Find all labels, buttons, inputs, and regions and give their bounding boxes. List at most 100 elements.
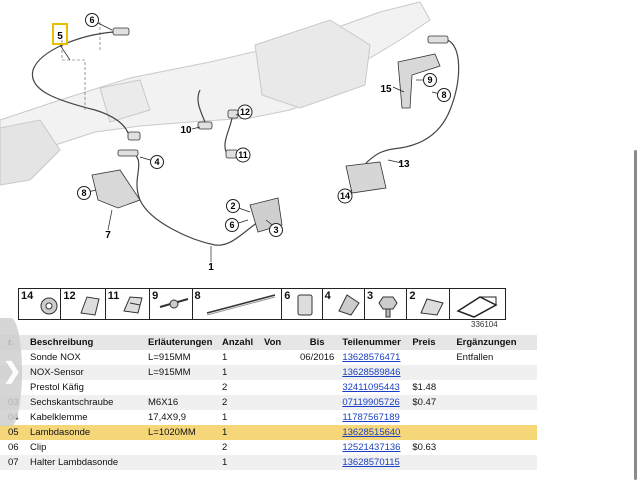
col-header-preis: Preis: [408, 335, 453, 350]
cell-ergaenzungen: [452, 440, 537, 455]
small-parts-strip: 14 12 11 9 8 6 4 3 2: [18, 288, 506, 320]
cell-erlaeuterungen: L=915MM: [148, 352, 191, 363]
callout-6-bottom[interactable]: 6: [225, 218, 239, 232]
cell-beschreibung: Kabelklemme: [30, 412, 88, 423]
callout-7[interactable]: 7: [105, 230, 111, 241]
callout-8-left[interactable]: 8: [77, 186, 91, 200]
callout-9[interactable]: 9: [423, 73, 437, 87]
cell-nr: 07: [0, 455, 26, 470]
chevron-right-icon: ❯: [3, 358, 22, 383]
cell-preis: [408, 410, 452, 425]
hex-screw-icon: [378, 296, 398, 318]
callout-8-right[interactable]: 8: [437, 88, 451, 102]
part-number-link[interactable]: 32411095443: [342, 382, 400, 393]
cell-preis: $0.63: [412, 442, 437, 453]
strip-cell-8[interactable]: 8: [193, 289, 283, 319]
callout-4[interactable]: 4: [150, 155, 164, 169]
strip-cell-12[interactable]: 12: [61, 289, 106, 319]
callout-6-top[interactable]: 6: [85, 13, 99, 27]
cell-teilenummer[interactable]: 13628570115: [338, 455, 409, 470]
scrollbar[interactable]: [634, 150, 637, 480]
table-row[interactable]: 03SechskantschraubeM6X16207119905726$0.4…: [0, 395, 537, 410]
svg-text:8: 8: [81, 188, 86, 198]
strip-cell-6[interactable]: 6: [282, 289, 323, 319]
cell-ergaenzungen: [452, 425, 537, 440]
callout-10[interactable]: 10: [180, 125, 192, 136]
svg-text:12: 12: [240, 107, 250, 117]
cell-teilenummer[interactable]: 13628515640: [338, 425, 409, 440]
cell-teilenummer[interactable]: 13628589846: [338, 365, 409, 380]
cell-teilenummer[interactable]: 11787567189: [338, 410, 408, 425]
strip-cell-3[interactable]: 3: [365, 289, 408, 319]
cell-ergaenzungen: [452, 395, 537, 410]
callout-3[interactable]: 3: [269, 223, 283, 237]
cell-teilenummer[interactable]: 12521437136: [338, 440, 408, 455]
cell-erlaeuterungen: M6X16: [144, 395, 218, 410]
cell-preis: [408, 350, 452, 365]
cell-erlaeuterungen: 17,4X9,9: [148, 412, 187, 423]
cell-ergaenzungen: Entfallen: [456, 352, 494, 363]
col-header-ergaenzungen: Ergänzungen: [452, 335, 537, 350]
cell-preis: $1.48: [412, 382, 437, 393]
strip-cell-arrow[interactable]: [450, 289, 505, 319]
callout-5[interactable]: 5: [57, 31, 63, 42]
cell-ergaenzungen: [452, 365, 537, 380]
col-header-teilenummer: Teilenummer: [338, 335, 409, 350]
callout-13[interactable]: 13: [398, 159, 410, 170]
part-number-link[interactable]: 13628570115: [342, 457, 400, 468]
callout-12[interactable]: 12: [237, 104, 253, 120]
cell-von: [260, 380, 296, 395]
callout-5-highlight[interactable]: [52, 23, 68, 45]
part-number-link[interactable]: 11787567189: [342, 412, 400, 423]
svg-text:9: 9: [427, 75, 432, 85]
cell-ergaenzungen: [452, 455, 537, 470]
svg-text:11: 11: [238, 150, 248, 160]
strip-cell-11[interactable]: 11: [106, 289, 151, 319]
cell-anzahl: 2: [222, 442, 228, 453]
col-header-bis: Bis: [296, 335, 339, 350]
part-number-link[interactable]: 13628515640: [342, 427, 401, 438]
parts-diagram: 6 4 8 2 6 3 12 11 9 8 14 5 1 7 10 13 15: [0, 1, 460, 273]
table-header-row: r. Beschreibung Erläuterungen Anzahl Von…: [0, 335, 537, 350]
strip-cell-14[interactable]: 14: [19, 289, 62, 319]
col-header-anzahl: Anzahl: [218, 335, 260, 350]
svg-text:14: 14: [340, 191, 350, 201]
callout-11[interactable]: 11: [235, 147, 251, 163]
cell-erlaeuterungen: [144, 455, 218, 470]
strip-cell-2[interactable]: 2: [407, 289, 450, 319]
part-number-link[interactable]: 13628576471: [342, 352, 401, 363]
part-number-link[interactable]: 13628589846: [342, 367, 401, 378]
cell-nr: 05: [0, 425, 26, 440]
callout-2[interactable]: 2: [226, 199, 240, 213]
cell-von: [260, 395, 296, 410]
callout-15[interactable]: 15: [380, 84, 392, 95]
cell-teilenummer[interactable]: 32411095443: [338, 380, 408, 395]
prev-page-tab[interactable]: ❯: [0, 318, 22, 426]
col-header-beschreibung: Beschreibung: [26, 335, 144, 350]
cell-teilenummer[interactable]: 13628576471: [338, 350, 408, 365]
strip-cell-4[interactable]: 4: [323, 289, 366, 319]
clip-icon: [297, 294, 313, 316]
part-number-link[interactable]: 07119905726: [342, 397, 400, 408]
cell-teilenummer[interactable]: 07119905726: [338, 395, 409, 410]
exhaust-system-drawing: [0, 1, 431, 186]
callout-14[interactable]: 14: [337, 188, 353, 204]
part-number-link[interactable]: 12521437136: [342, 442, 401, 453]
cell-von: [260, 425, 296, 440]
parts-table: r. Beschreibung Erläuterungen Anzahl Von…: [0, 335, 537, 470]
cell-von: [260, 410, 296, 425]
strip-cell-9[interactable]: 9: [150, 289, 193, 319]
cell-erlaeuterungen: L=915MM: [144, 365, 218, 380]
nut-icon: [40, 297, 58, 315]
cell-bis: [296, 440, 338, 455]
cell-anzahl: 2: [218, 395, 260, 410]
callout-1[interactable]: 1: [208, 262, 214, 273]
svg-text:8: 8: [441, 90, 446, 100]
